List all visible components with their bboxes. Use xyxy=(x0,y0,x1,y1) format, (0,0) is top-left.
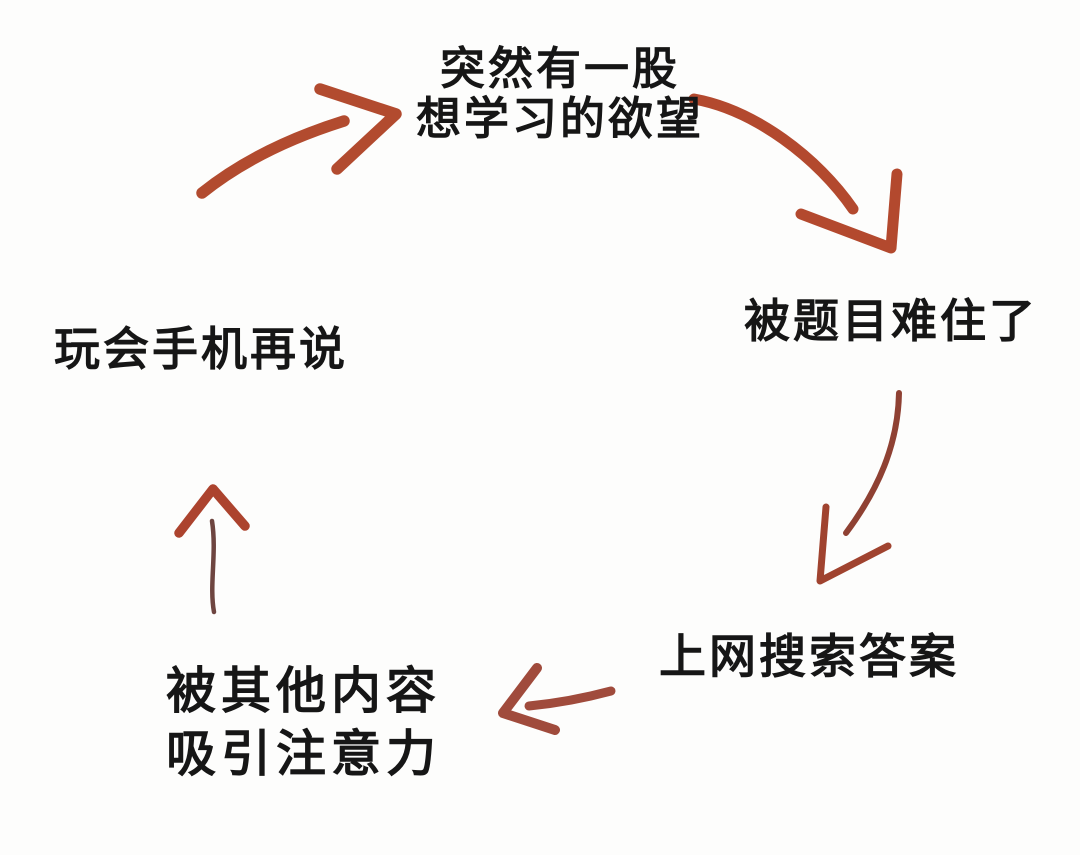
node-desire-line1: 突然有一股 xyxy=(439,42,680,95)
node-distracted-line2: 吸引注意力 xyxy=(166,725,441,783)
node-stuck-line1: 被题目难住了 xyxy=(744,294,1038,348)
node-phone-line1: 玩会手机再说 xyxy=(54,322,348,376)
arrow-head-icon xyxy=(174,484,250,538)
node-desire-line2: 想学习的欲望 xyxy=(415,92,704,145)
arrow-head-icon xyxy=(816,503,892,585)
node-desire: 突然有一股 想学习的欲望 xyxy=(395,44,725,144)
arrow-phone-to-desire xyxy=(196,83,402,199)
arrow-shaft xyxy=(196,115,350,199)
node-search: 上网搜索答案 xyxy=(659,630,959,685)
arrow-shaft xyxy=(524,686,616,711)
arrow-desire-to-stuck xyxy=(688,93,903,254)
node-distracted: 被其他内容 吸引注意力 xyxy=(166,660,441,786)
node-phone: 玩会手机再说 xyxy=(54,322,348,376)
arrow-stuck-to-search xyxy=(816,390,902,585)
arrow-shaft xyxy=(209,518,217,615)
arrow-shaft xyxy=(843,390,902,536)
arrow-distracted-to-phone xyxy=(174,484,250,615)
arrow-head-icon xyxy=(314,83,402,175)
node-search-line1: 上网搜索答案 xyxy=(659,630,959,685)
arrow-head-icon xyxy=(498,663,560,735)
arrow-search-to-distracted xyxy=(498,663,616,735)
node-distracted-line1: 被其他内容 xyxy=(166,662,441,720)
arrow-shaft xyxy=(688,93,859,215)
node-stuck: 被题目难住了 xyxy=(744,294,1038,348)
arrow-head-icon xyxy=(795,168,903,254)
